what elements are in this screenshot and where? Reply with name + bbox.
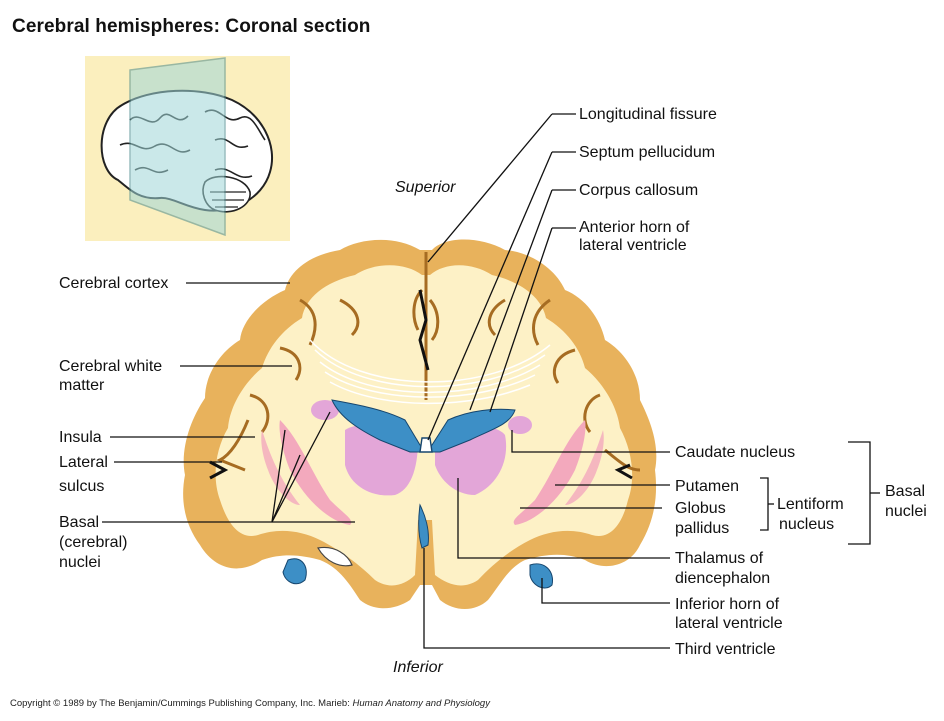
- label-third-ventricle: Third ventricle: [675, 641, 776, 658]
- inset-brain-panel: [85, 56, 290, 241]
- label-insula: Insula: [59, 429, 102, 446]
- label-cerebral-cortex: Cerebral cortex: [59, 275, 169, 292]
- label-lentiform-line1: Lentiform: [777, 496, 844, 513]
- label-lateral-sulcus-line1: Lateral: [59, 454, 108, 471]
- label-caudate-nucleus: Caudate nucleus: [675, 444, 796, 461]
- copyright-line: Copyright © 1989 by The Benjamin/Cumming…: [10, 698, 490, 709]
- label-thalamus-line1: Thalamus of: [675, 550, 764, 567]
- label-corpus-callosum: Corpus callosum: [579, 182, 699, 199]
- ventricles: [282, 399, 554, 589]
- label-globus-pallidus-line1: Globus: [675, 500, 726, 517]
- corpus-callosum-fibers: [309, 339, 551, 405]
- septum-pellucidum: [419, 437, 433, 453]
- copyright-prefix: Copyright © 1989 by The Benjamin/Cumming…: [10, 698, 353, 709]
- label-lentiform-line2: nucleus: [779, 516, 835, 533]
- label-basal-group-line2: nuclei: [885, 503, 927, 520]
- label-cerebral-white-matter-line2: matter: [59, 377, 105, 394]
- label-inferior-horn-line2: lateral ventricle: [675, 615, 783, 632]
- label-cerebral-white-matter-line1: Cerebral white: [59, 358, 163, 375]
- label-basal-nuclei-line1: Basal: [59, 514, 100, 531]
- label-inferior-horn-line1: Inferior horn of: [675, 596, 780, 613]
- label-basal-nuclei-line3: nuclei: [59, 554, 101, 571]
- label-septum-pellucidum: Septum pellucidum: [579, 144, 716, 161]
- leader-lines: [102, 113, 880, 649]
- superior-label: Superior: [395, 179, 456, 196]
- basal-nuclei: [261, 400, 604, 525]
- label-basal-nuclei-line2: (cerebral): [59, 534, 128, 551]
- label-globus-pallidus-line2: pallidus: [675, 520, 730, 537]
- label-lateral-sulcus-line2: sulcus: [59, 478, 105, 495]
- label-basal-group-line1: Basal: [885, 483, 926, 500]
- label-anterior-horn-line1: Anterior horn of: [579, 219, 690, 236]
- label-longitudinal-fissure: Longitudinal fissure: [579, 106, 717, 123]
- inferior-label: Inferior: [393, 659, 443, 676]
- label-putamen: Putamen: [675, 478, 740, 495]
- label-anterior-horn-line2: lateral ventricle: [579, 237, 687, 254]
- copyright-book-title: Human Anatomy and Physiology: [352, 698, 490, 709]
- label-thalamus-line2: diencephalon: [675, 570, 771, 587]
- diagram-title: Cerebral hemispheres: Coronal section: [12, 16, 371, 37]
